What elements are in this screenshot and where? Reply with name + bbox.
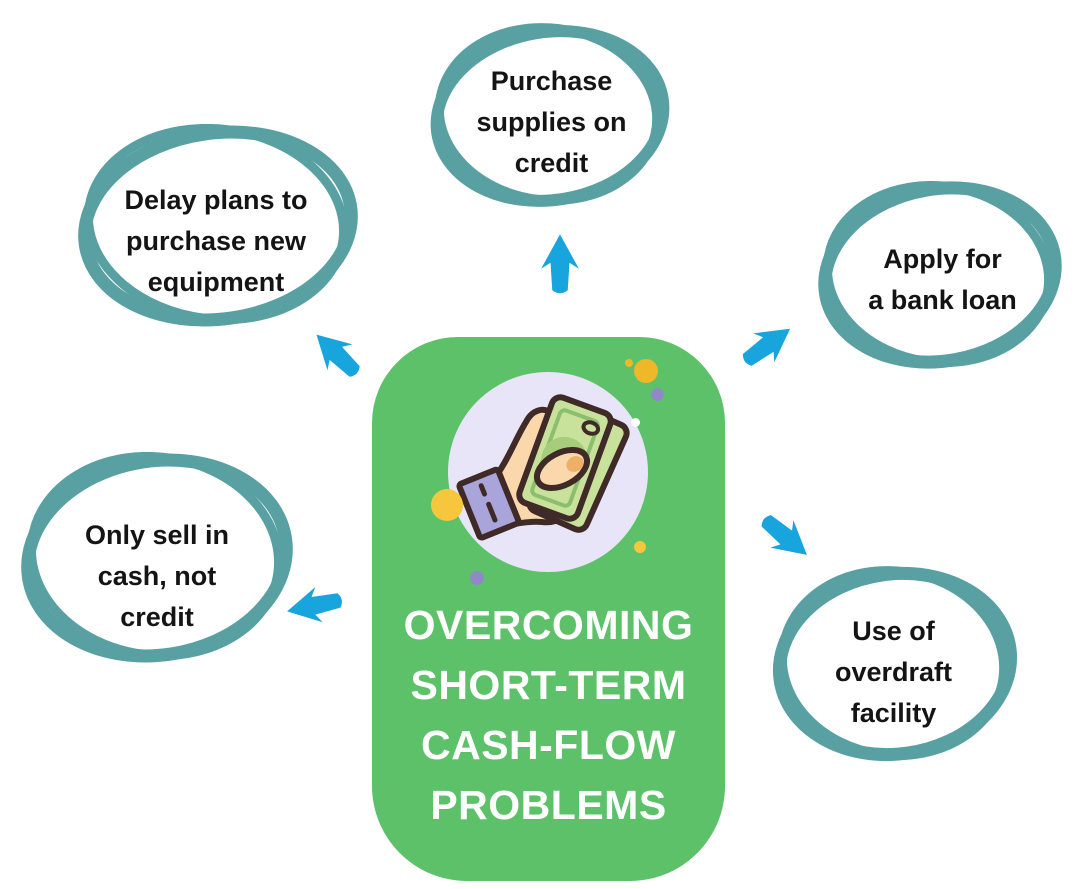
decor-dot-yellow-right [634,541,646,553]
bubble-ring [818,181,1062,369]
bubble-label: Apply for a bank loan [868,243,1017,315]
bubble-label: Only sell in cash, not credit [84,519,230,632]
arrow-left-icon [280,579,349,632]
decor-dot-purple [651,388,664,401]
bubble-only-sell-in-cash: Only sell in cash, not credit [18,452,296,664]
bubble-label: Use of overdraft facility [834,616,953,728]
bubble-ring [21,452,293,663]
bubble-label: Delay plans to purchase new equipment [124,185,308,297]
cash-in-hand-icon [448,372,648,572]
bubble-delay-equipment-purchase: Delay plans to purchase new equipment [75,124,361,329]
decor-dot-white [631,418,640,427]
decor-dot-yellow-small [625,359,633,367]
bubble-ring [78,124,358,327]
bubble-label: Purchase supplies on credit [476,65,627,178]
bubble-apply-for-bank-loan: Apply for a bank loan [816,181,1065,370]
bubble-purchase-supplies-on-credit: Purchase supplies on credit [428,22,675,212]
decor-dot-yellow-left [431,489,463,521]
bubble-ring [772,566,1018,762]
arrow-down-right-icon [748,501,822,572]
card-title: OVERCOMING SHORT-TERM CASH-FLOW PROBLEMS [403,602,694,828]
arrow-up-left-icon [300,318,373,391]
decor-dot-purple-bottom [470,571,484,585]
arrow-up-icon [539,232,582,298]
center-card: OVERCOMING SHORT-TERM CASH-FLOW PROBLEMS [372,337,725,881]
arrow-up-right-icon [730,311,804,381]
bubble-use-of-overdraft-facility: Use of overdraft facility [771,566,1020,763]
bubble-ring [430,23,670,207]
decor-dot-yellow-large [634,359,658,383]
